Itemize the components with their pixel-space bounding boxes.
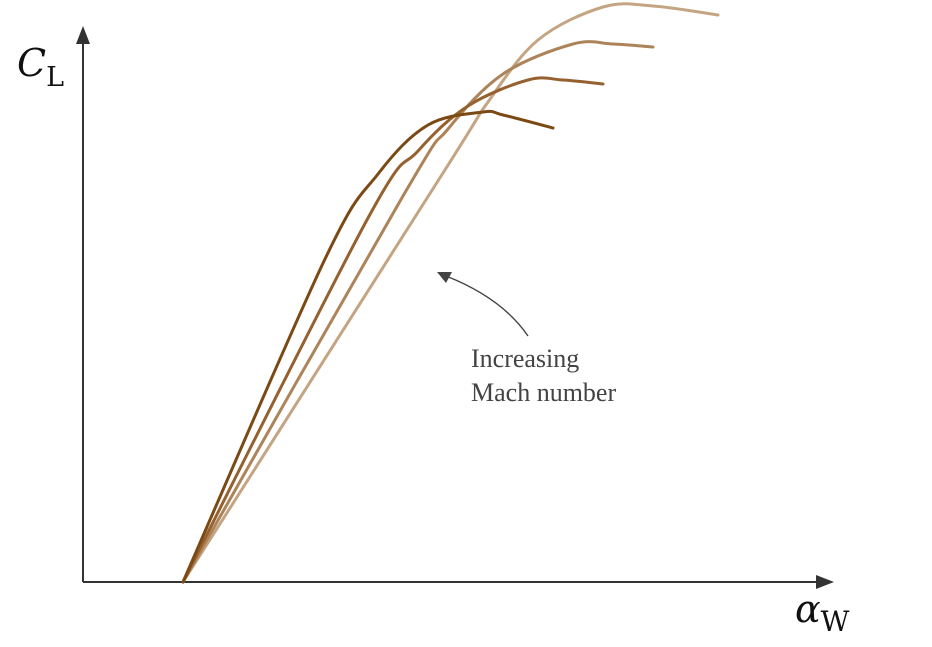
annotation-arrowhead — [437, 272, 452, 283]
x-axis-arrowhead — [816, 575, 834, 589]
mach-annotation: Increasing Mach number — [437, 272, 616, 407]
series-line-1 — [181, 109, 555, 584]
series-layer — [181, 2, 720, 584]
series-line-3 — [181, 40, 655, 584]
y-axis-arrowhead — [76, 26, 90, 44]
series-line-2 — [181, 76, 605, 584]
axes — [76, 26, 834, 589]
annotation-arrow — [445, 275, 529, 337]
series-line-4 — [181, 2, 720, 584]
annotation-line-2: Mach number — [471, 378, 616, 407]
y-axis-label: CL — [17, 41, 64, 93]
x-axis-label: αW — [795, 587, 850, 638]
annotation-line-1: Increasing — [471, 344, 579, 373]
